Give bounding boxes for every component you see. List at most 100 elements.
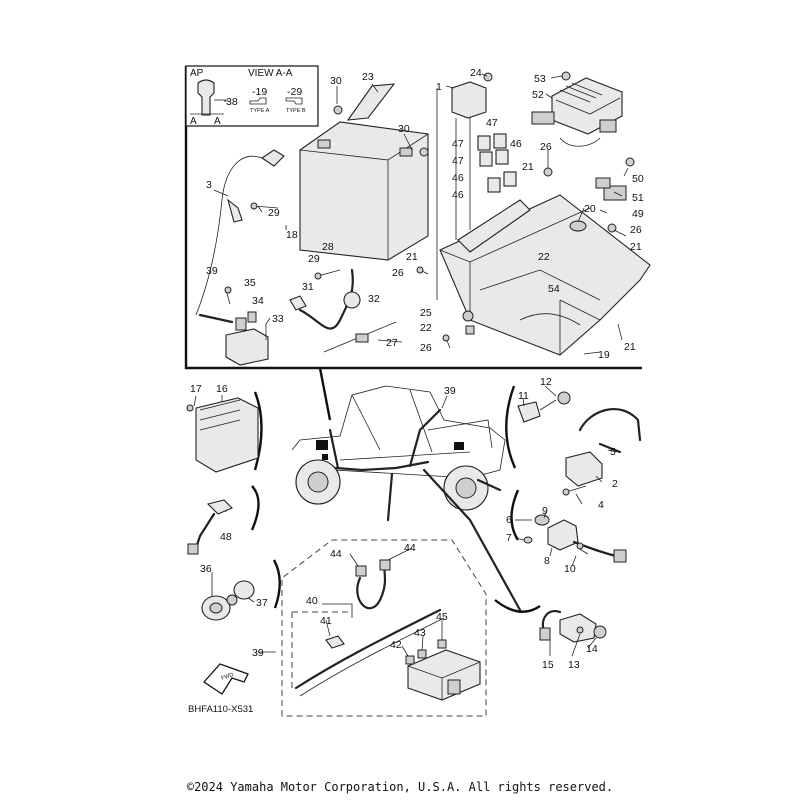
callout-37: 37 xyxy=(256,597,268,609)
ecu-16 xyxy=(186,397,259,473)
clamp-32 xyxy=(343,291,361,309)
battery-cable-left xyxy=(195,155,263,316)
battery-band xyxy=(346,83,396,121)
battery-terminal-cover xyxy=(261,149,285,167)
callout-44-right: 44 xyxy=(404,542,416,554)
callout-23: 23 xyxy=(362,71,374,83)
view-aa-title: VIEW A-A xyxy=(248,68,293,79)
callout-12: 12 xyxy=(540,376,552,388)
callout-39-mid: 39 xyxy=(444,385,456,397)
callout-27: 27 xyxy=(386,337,398,349)
right-lower-callout-arc xyxy=(510,489,520,541)
callout-17: 17 xyxy=(190,383,202,395)
starter-relay xyxy=(225,198,269,366)
copyright-notice: ©2024 Yamaha Motor Corporation, U.S.A. A… xyxy=(186,780,614,794)
callout-40: 40 xyxy=(306,595,318,607)
callout-53: 53 xyxy=(534,73,546,85)
upper-section-border xyxy=(184,66,642,370)
callout-4: 4 xyxy=(598,499,604,511)
callout-45: 45 xyxy=(436,611,448,623)
ap-label: AP xyxy=(190,68,204,79)
callout-22-left: 22 xyxy=(420,322,432,334)
fwd-label: FWD xyxy=(221,672,235,682)
callout-13: 13 xyxy=(568,659,580,671)
ecu-callout-arc xyxy=(253,391,263,471)
callout-15: 15 xyxy=(542,659,554,671)
callout-46-right: 46 xyxy=(510,138,522,150)
battery xyxy=(299,121,429,261)
callout-33: 33 xyxy=(272,313,284,325)
callout-21-bottom: 21 xyxy=(624,341,636,353)
fwd-arrow: FWD xyxy=(203,663,249,695)
type-a-label: TYPE A xyxy=(250,108,270,114)
callout-47-mid: 47 xyxy=(452,155,464,167)
callout-9: 9 xyxy=(542,505,548,517)
battery-tray-19 xyxy=(416,157,651,356)
callout-47: 47 xyxy=(452,138,464,150)
ecu-52 xyxy=(531,71,623,147)
callout-18: 18 xyxy=(286,229,298,241)
leader-lines xyxy=(193,73,629,657)
callout-32: 32 xyxy=(368,293,380,305)
callout-21-right: 21 xyxy=(630,241,642,253)
callout-46-low: 46 xyxy=(452,189,464,201)
callout-20: 20 xyxy=(584,203,596,215)
sensor-48 xyxy=(187,499,233,555)
section-a-right: A xyxy=(214,116,221,127)
callout-34: 34 xyxy=(252,295,264,307)
diagram-code: BHFA110-X531 xyxy=(188,704,253,715)
vehicle-silhouette xyxy=(291,385,522,612)
callout-16: 16 xyxy=(216,383,228,395)
callout-5: 5 xyxy=(610,446,616,458)
callout-10: 10 xyxy=(564,563,576,575)
callout-28: 28 xyxy=(322,241,334,253)
callout-2: 2 xyxy=(612,478,618,490)
sensor-8 xyxy=(520,514,627,563)
callout-42: 42 xyxy=(390,639,402,651)
callout-1: 1 xyxy=(436,81,442,93)
callout-numbers: 38 30 23 30 1 24 53 52 47 47 46 47 21 46… xyxy=(188,67,644,715)
callout-46-mid: 46 xyxy=(452,172,464,184)
callout-30-right: 30 xyxy=(398,123,410,135)
type-b-number: -29 xyxy=(287,86,302,98)
bracket-46 xyxy=(457,199,531,253)
callout-52: 52 xyxy=(532,89,544,101)
callout-19: 19 xyxy=(598,349,610,361)
callout-8: 8 xyxy=(544,555,550,567)
relay-1 xyxy=(451,81,487,119)
type-a-number: -19 xyxy=(252,86,267,98)
callout-31: 31 xyxy=(302,281,314,293)
switch-callout-arc xyxy=(272,559,281,609)
callout-6: 6 xyxy=(506,514,512,526)
callout-44-left: 44 xyxy=(330,548,342,560)
callout-26-top: 26 xyxy=(540,141,552,153)
upper-left-fasteners xyxy=(224,202,397,353)
callout-26-right: 26 xyxy=(630,224,642,236)
sensor-callout-arc xyxy=(250,485,260,531)
callout-49: 49 xyxy=(632,208,644,220)
callout-7: 7 xyxy=(506,532,512,544)
view-aa-inset: AP VIEW A-A A A -19 -29 TYPE A TYPE B xyxy=(185,65,319,127)
speed-sensor-13 xyxy=(539,610,607,643)
callout-30-top: 30 xyxy=(330,75,342,87)
callout-29-upper: 29 xyxy=(268,207,280,219)
callout-36: 36 xyxy=(200,563,212,575)
fuse-holder xyxy=(289,295,307,311)
callout-48: 48 xyxy=(220,531,232,543)
callout-47-top: 47 xyxy=(486,117,498,129)
callout-24: 24 xyxy=(470,67,482,79)
battery-assembly xyxy=(261,83,429,261)
negative-cable xyxy=(198,313,234,324)
harness-detail xyxy=(281,539,487,717)
callout-26-bottom: 26 xyxy=(420,342,432,354)
callout-22-right: 22 xyxy=(538,251,550,263)
sensor-11 xyxy=(517,391,571,423)
callout-38: 38 xyxy=(226,96,238,108)
callout-39-top: 39 xyxy=(206,265,218,277)
callout-26-left: 26 xyxy=(392,267,404,279)
callout-29-lower: 29 xyxy=(308,253,320,265)
relay-area xyxy=(451,72,517,240)
callout-25: 25 xyxy=(420,307,432,319)
callout-14: 14 xyxy=(586,643,598,655)
